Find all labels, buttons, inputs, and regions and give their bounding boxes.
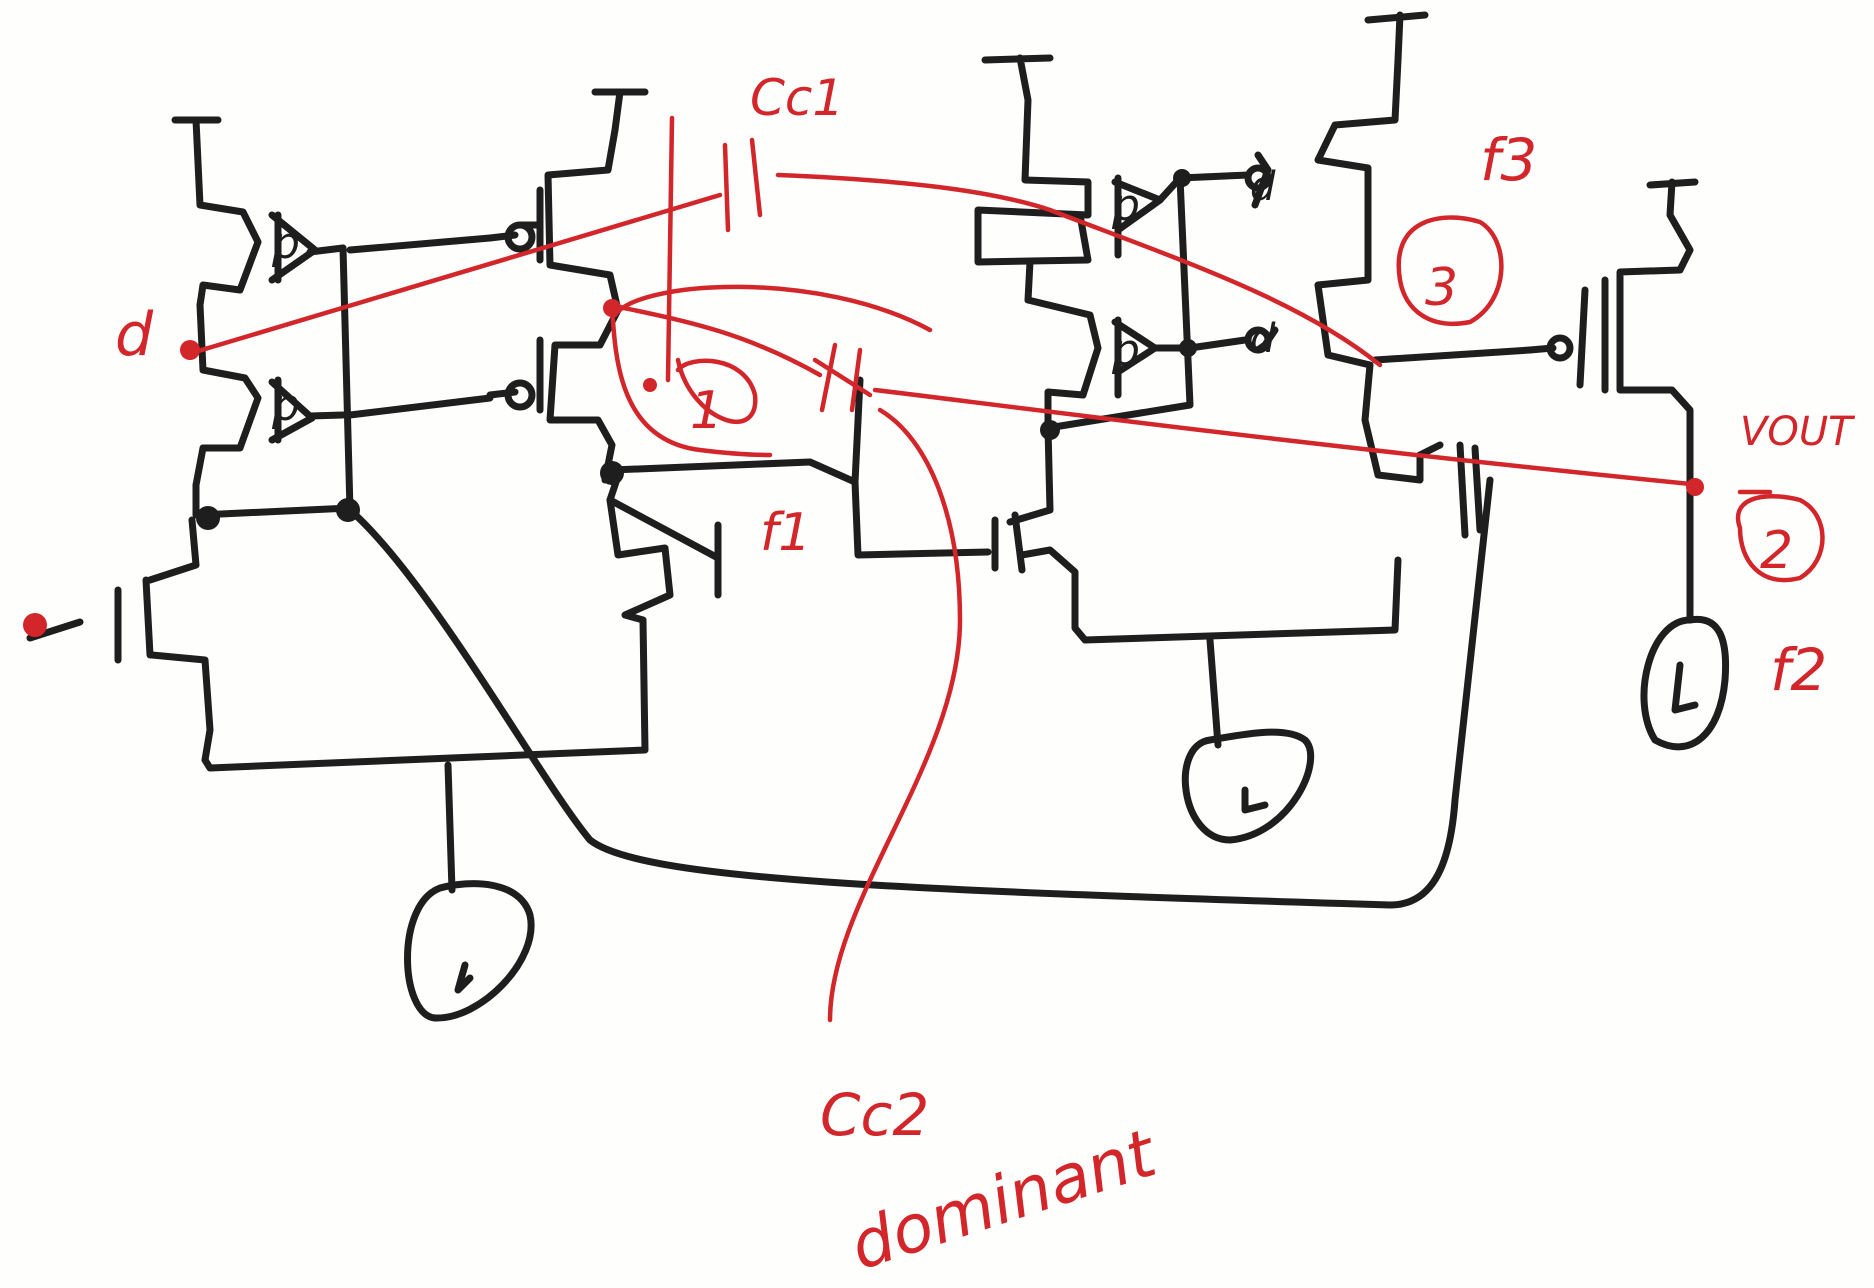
pmos-label: p [271, 218, 300, 269]
pmos-diode-label: d [1250, 164, 1276, 210]
input-node-dot [23, 613, 47, 637]
right-middle-stage [1244, 11, 1534, 539]
cc2-label: Cc2 [820, 1081, 929, 1149]
cc1-label: Cc1 [750, 69, 844, 127]
junction-dot [600, 461, 624, 485]
middle-pmos-mirror [974, 54, 1402, 749]
feedback-wire [346, 476, 1494, 909]
junction-dot [1173, 169, 1191, 187]
junction-dot [196, 506, 220, 530]
cc2-capacitor [607, 284, 1703, 1023]
junction-dot [1179, 339, 1197, 357]
pmos-label: p [271, 380, 300, 431]
f2-label: f2 [1770, 636, 1827, 704]
bias-source-1 [404, 761, 535, 1022]
circuit-wiring: p p p p d d [26, 11, 1730, 1022]
junction-dot [1040, 420, 1060, 440]
node-2-circle [1735, 493, 1825, 583]
junction-dot [336, 498, 360, 522]
f1-label: f1 [760, 503, 811, 563]
pmos-label: p [1111, 325, 1140, 376]
node-2-label: 2 [1760, 521, 1793, 581]
pmos-label: p [1111, 180, 1140, 231]
vout-node-dot [1686, 478, 1704, 496]
vout-label: VOUT [1740, 409, 1856, 455]
annotations: Cc1 Cc2 dominant f1 f2 f3 VOUT 1 2 3 d [23, 69, 1856, 1285]
f3-label: f3 [1480, 126, 1537, 194]
node-3-circle [1396, 215, 1504, 326]
d-node-dot [180, 340, 200, 360]
bias-source-2 [1181, 728, 1315, 844]
d-annotation: d [115, 300, 154, 370]
cc1-capacitor [182, 115, 1383, 383]
node-3-label: 3 [1425, 258, 1458, 318]
node-1-label: 1 [690, 381, 723, 441]
node-1-marker [603, 299, 773, 458]
output-stage [1526, 178, 1730, 751]
left-pmos-stack [26, 116, 674, 772]
pmos-diode-label: d [1250, 316, 1276, 362]
